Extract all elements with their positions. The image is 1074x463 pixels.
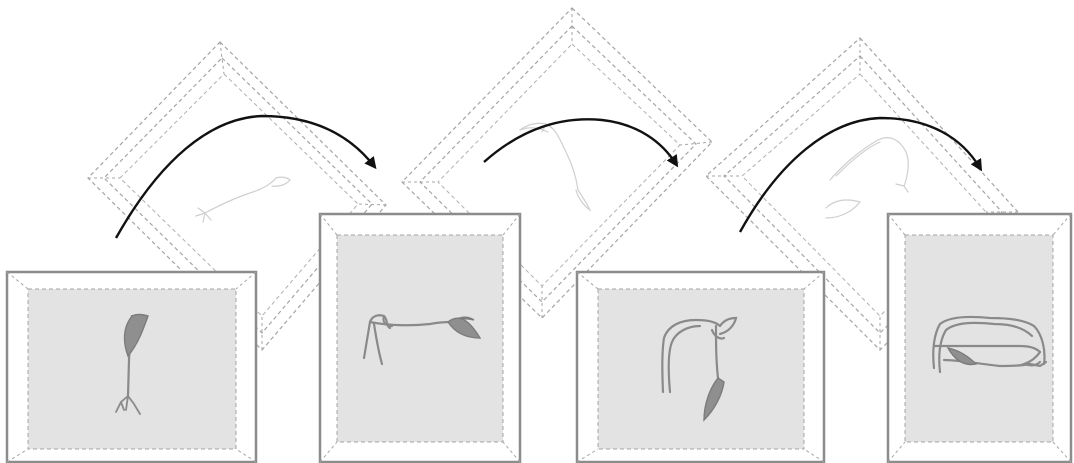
rotated-plate-3 xyxy=(705,37,1019,351)
seedling-1 xyxy=(115,313,149,415)
leaf-4 xyxy=(946,347,978,366)
seedling-3 xyxy=(661,316,738,422)
leaf-1 xyxy=(123,313,149,358)
plate-1 xyxy=(5,270,258,463)
leaf-3 xyxy=(703,377,725,422)
plate-2 xyxy=(318,212,522,463)
ghost-seedling-2 xyxy=(519,122,592,212)
rotation-arrow-3 xyxy=(738,116,983,233)
rotated-plate-1 xyxy=(87,41,387,351)
seedling-2 xyxy=(362,314,482,366)
plate-3 xyxy=(575,270,826,463)
ghost-seedling-1 xyxy=(195,176,291,223)
ghost-seedling-3 xyxy=(825,137,909,219)
rotation-arrow-2 xyxy=(483,118,679,168)
curved-arrow-icon xyxy=(483,118,679,168)
curved-arrow-icon xyxy=(738,116,983,233)
curved-arrow-icon xyxy=(114,114,377,239)
seedling-4 xyxy=(932,315,1048,374)
plate-4 xyxy=(886,212,1073,463)
rotation-arrow-1 xyxy=(114,114,377,239)
